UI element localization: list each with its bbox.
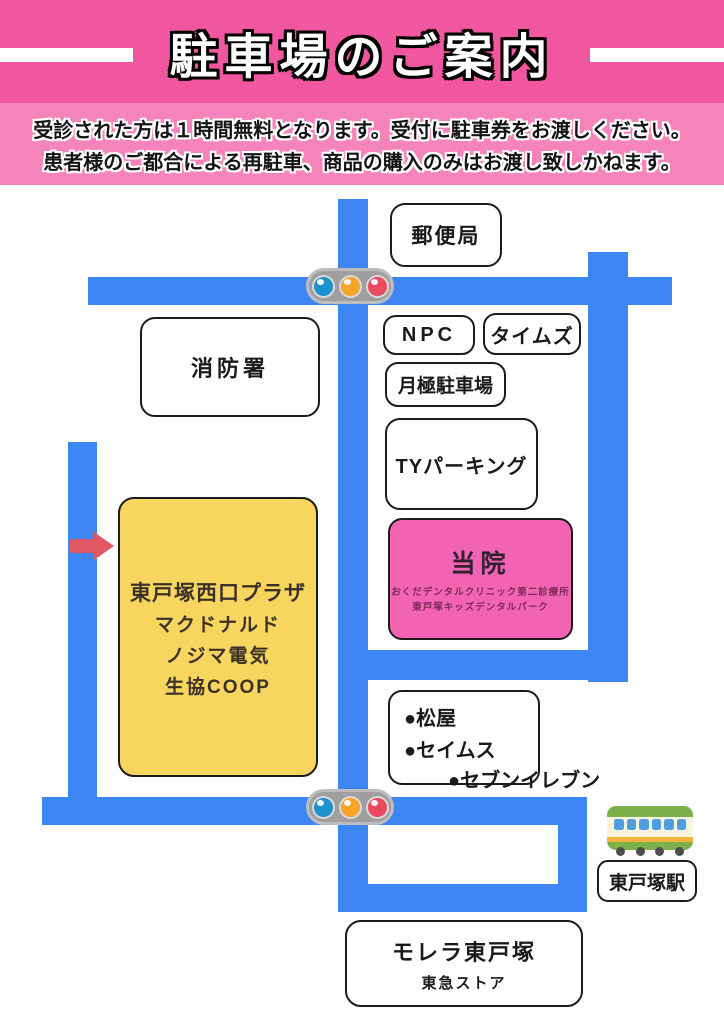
plaza-tenant: 生協COOP (165, 677, 271, 698)
plaza-tenant: ノジマ電気 (165, 646, 271, 667)
signal-blue-lamp (311, 795, 335, 819)
notice-banner: 受診された方は１時間無料となります。受付に駐車券をお渡しください。 患者様のご都… (0, 103, 724, 185)
morela-subtitle: 東急ストア (421, 974, 507, 992)
fire-station-box: 消防署 (140, 317, 320, 417)
shop-matsuya: ●松屋 (404, 708, 457, 730)
header: 駐車場のご案内 (0, 0, 724, 103)
ty-parking-label: TYパーキング (395, 455, 528, 478)
right-arrow-icon (70, 532, 116, 560)
clinic-name-line2: 東戸塚キッズデンタルパーク (412, 601, 549, 613)
station-box: 東戸塚駅 (597, 860, 697, 902)
signal-blue-lamp (311, 274, 335, 298)
shop-seven-eleven: ●セブンイレブン (448, 770, 601, 792)
signal-red-lamp (365, 795, 389, 819)
clinic-title: 当院 (450, 549, 511, 578)
signal-orange-lamp (338, 274, 362, 298)
morela-title: モレラ東戸塚 (391, 939, 536, 965)
notice-line-2: 患者様のご都合による再駐車、商品の購入のみはお渡し致しかねます。 (43, 151, 681, 174)
road-middle-horizontal (338, 650, 628, 680)
ty-parking-box: TYパーキング (385, 418, 538, 510)
shops-box: ●松屋 ●セイムス ●セブンイレブン (388, 690, 600, 792)
times-parking-box: タイムズ (483, 313, 581, 355)
npc-parking-label: NPC (401, 323, 457, 346)
notice-line-1: 受診された方は１時間無料となります。受付に駐車券をお渡しください。 (33, 119, 691, 142)
monthly-parking-box: 月極駐車場 (385, 362, 506, 407)
npc-parking-box: NPC (383, 315, 475, 355)
road-left-vertical (68, 442, 97, 825)
signal-red-lamp (365, 274, 389, 298)
post-office-box: 郵便局 (390, 203, 502, 267)
plaza-tenant: マクドナルド (154, 615, 281, 636)
monthly-parking-label: 月極駐車場 (397, 376, 493, 397)
post-office-label: 郵便局 (411, 225, 481, 248)
station-label: 東戸塚駅 (608, 872, 685, 894)
road-station-loop-bottom (338, 884, 587, 912)
train-icon (607, 806, 693, 858)
times-parking-label: タイムズ (490, 325, 574, 348)
traffic-light-icon (306, 268, 394, 304)
clinic-name-line1: おくだデンタルクリニック第二診療所 (391, 586, 570, 598)
title-decoration-bar-right (590, 48, 724, 62)
fire-station-label: 消防署 (190, 356, 269, 381)
west-exit-plaza-box: 東戸塚西口プラザ マクドナルド ノジマ電気 生協COOP (118, 497, 318, 777)
clinic-box: 当院 おくだデンタルクリニック第二診療所 東戸塚キッズデンタルパーク (388, 518, 573, 640)
page-title: 駐車場のご案内 (169, 30, 555, 84)
road-right-vertical (588, 252, 628, 682)
morela-box: モレラ東戸塚 東急ストア (345, 920, 583, 1007)
signal-orange-lamp (338, 795, 362, 819)
title-decoration-bar-left (0, 48, 133, 62)
plaza-title: 東戸塚西口プラザ (130, 582, 306, 605)
shop-seims: ●セイムス (404, 740, 496, 762)
road-station-loop-right (558, 797, 587, 912)
traffic-light-icon (306, 789, 394, 825)
